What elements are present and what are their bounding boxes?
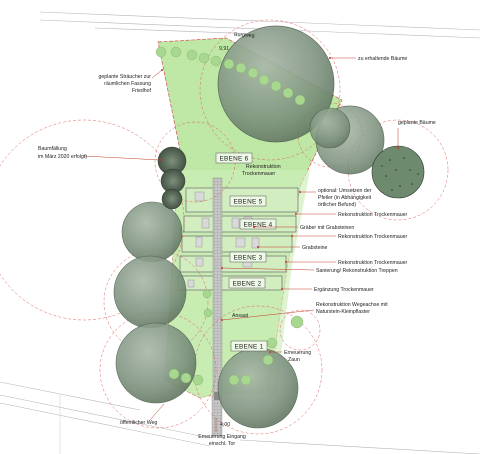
label-trees-planned: geplante Bäume <box>398 120 436 126</box>
label-lawn: Ansaat <box>232 313 249 319</box>
label-graves: Gräber mit Grabsteinen <box>300 225 354 231</box>
leader-lines <box>83 57 399 432</box>
label-stairs: Sanierung/ Rekonstruktion Treppen <box>316 268 398 274</box>
label-shrubs-3: Friedhof <box>132 88 152 94</box>
terrace-label-ebene-3: EBENE 3 <box>229 251 267 263</box>
label-supplement-wall: Ergänzung Trockenmauer <box>314 287 374 293</box>
label-path-1: Rekonstruktion Wegeachse mit <box>316 302 388 308</box>
terrace-label-ebene-4: EBENE 4 <box>239 218 277 230</box>
label-entrance-2: einschl. Tor <box>209 441 235 447</box>
label-shrubs-1: geplante Sträucher zur <box>99 74 152 80</box>
conifer-trees <box>157 146 187 210</box>
label-gravestones: Grabsteine <box>302 245 327 251</box>
label-shrubs-2: räumlichen Fassung <box>104 81 151 87</box>
height-top: 9,91 <box>219 46 229 52</box>
terrace-label-ebene-6: EBENE 6 <box>215 152 253 164</box>
terrace-ebene-6-text: EBENE 6 <box>219 155 248 162</box>
label-recon-top-1: Rekonstruktion <box>246 164 281 170</box>
height-bottom: 4,00 <box>220 422 230 428</box>
label-path-2: Naturstein-Kleinpflaster <box>316 309 370 315</box>
label-felling-1: Baumfällung <box>38 146 67 152</box>
label-trees-keep: zu erhaltende Bäume <box>358 56 407 62</box>
label-pillar-3: örtlicher Befund) <box>318 202 356 208</box>
terrace-ebene-5-text: EBENE 5 <box>233 198 262 205</box>
terrace-label-ebene-5: EBENE 5 <box>229 195 267 207</box>
terrace-label-ebene-2: EBENE 2 <box>228 277 266 289</box>
canopy-rings <box>0 19 449 435</box>
label-fence-2: Zaun <box>288 357 300 363</box>
terrace-ebene-3-text: EBENE 3 <box>233 254 262 261</box>
label-recon-wall-b: Rekonstruktion Trockenmauer <box>338 234 407 240</box>
annotations: Burgweg 9,91 zu erhaltende Bäume geplant… <box>38 32 436 447</box>
label-recon-top-2: Trockenmauer <box>242 171 276 177</box>
label-recon-wall-a: Rekonstruktion Trockenmauer <box>338 212 407 218</box>
path-axis <box>211 177 223 437</box>
label-felling-2: im März 2020 erfolgt) <box>38 154 87 160</box>
label-recon-wall-c: Rekonstruktion Trockenmauer <box>338 260 407 266</box>
terrace-labels: EBENE 6 EBENE 5 EBENE 4 EBENE 3 EBENE 2 … <box>215 152 277 352</box>
terrace-ebene-4-text: EBENE 4 <box>243 221 272 228</box>
planned-tree <box>371 145 425 199</box>
label-pillar-1: optional: Umsetzen der <box>318 188 372 194</box>
terrace-ebene-2-text: EBENE 2 <box>232 280 261 287</box>
label-pillar-2: Pfeiler (in Abhängigkeit <box>318 195 372 201</box>
terrace-ebene-1-text: EBENE 1 <box>234 343 263 350</box>
surrounding-roads <box>0 11 480 454</box>
label-public-path: öffentlicher Weg <box>120 420 157 426</box>
label-entrance-1: Erneuerung Eingang <box>198 434 246 440</box>
label-fence-1: Erneuerung <box>284 350 311 356</box>
shrubs <box>155 46 306 386</box>
terrace-label-ebene-1: EBENE 1 <box>230 340 268 352</box>
street-label: Burgweg <box>234 32 255 39</box>
